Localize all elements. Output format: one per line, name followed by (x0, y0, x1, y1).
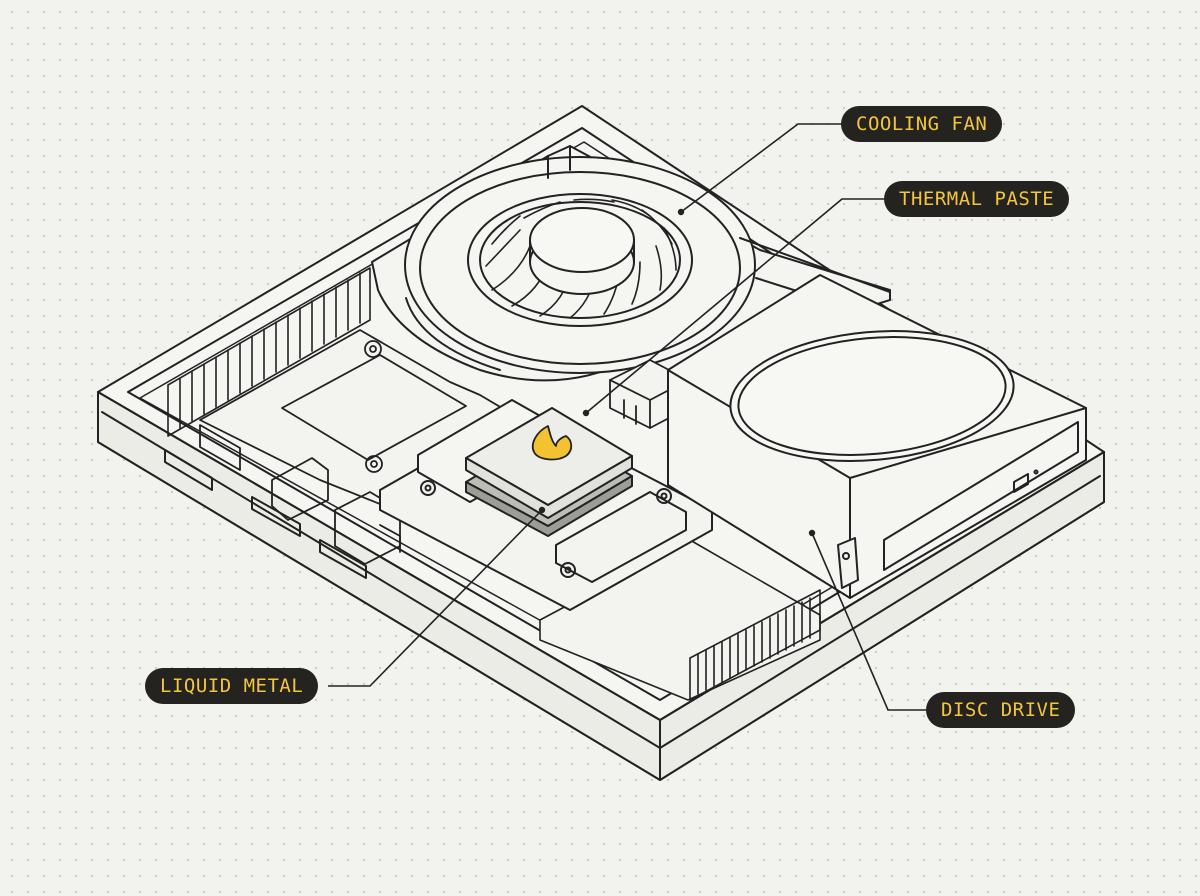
label-liquid-metal: LIQUID METAL (145, 668, 319, 704)
disc-drive-assembly (667, 274, 1087, 599)
leader-liquid-metal (328, 509, 543, 687)
label-thermal-paste: THERMAL PASTE (884, 181, 1070, 217)
leader-cooling-fan (680, 123, 842, 213)
label-cooling-fan: COOLING FAN (841, 106, 1003, 142)
label-disc-drive: DISC DRIVE (926, 692, 1076, 728)
side-vent (167, 267, 371, 437)
leader-lines (328, 123, 926, 711)
leader-thermal-paste (585, 198, 884, 414)
paste-drop-icon (531, 425, 573, 461)
leader-disc-drive (811, 532, 926, 711)
